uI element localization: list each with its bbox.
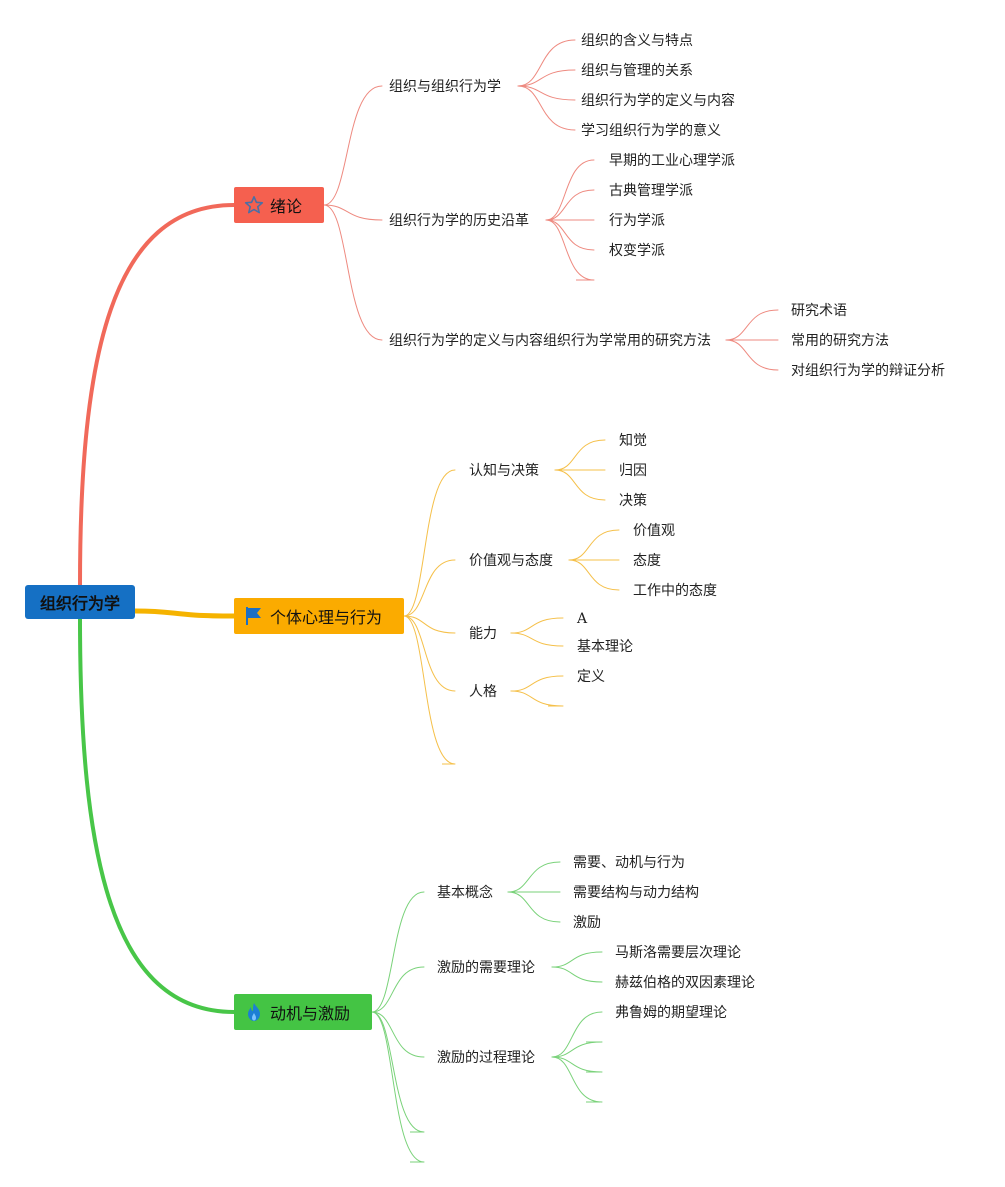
subtopic-label[interactable]: 组织行为学的定义与内容 <box>581 93 735 109</box>
sub-connector <box>510 690 564 707</box>
subtopic-label[interactable]: 常用的研究方法 <box>791 333 889 349</box>
subtopic-label[interactable]: 权变学派 <box>609 243 665 259</box>
sub-connector <box>517 85 576 131</box>
sub-connector <box>551 951 603 968</box>
subtopic-label[interactable]: 工作中的态度 <box>633 583 717 599</box>
flame-icon <box>244 1002 264 1022</box>
branch-connector <box>371 966 425 1013</box>
sub-connector <box>568 529 620 561</box>
subtopic-label[interactable]: 马斯洛需要层次理论 <box>615 945 741 961</box>
branch-label: 个体心理与行为 <box>270 608 383 627</box>
star-icon <box>244 195 264 215</box>
sub-connector <box>545 159 595 221</box>
subtopic-label[interactable]: 需要、动机与行为 <box>573 855 685 871</box>
subtopic-label[interactable]: 赫兹伯格的双因素理论 <box>615 975 755 991</box>
topic-label[interactable]: 人格 <box>469 684 497 700</box>
branch-connector <box>371 1011 425 1058</box>
branch-connector <box>371 1011 425 1133</box>
subtopic-label[interactable]: 激励 <box>573 915 601 931</box>
branch-connector <box>403 615 456 634</box>
sub-connector <box>545 219 595 251</box>
topic-label[interactable]: 基本概念 <box>437 885 493 901</box>
branch-connector <box>371 891 425 1013</box>
sub-connector <box>507 891 561 923</box>
sub-connector <box>510 675 564 692</box>
branch-node-intro[interactable]: 绪论 <box>234 187 324 223</box>
subtopic-label[interactable]: A <box>577 611 588 627</box>
topic-label[interactable]: 激励的过程理论 <box>437 1050 535 1066</box>
topic-label[interactable]: 组织与组织行为学 <box>389 79 501 95</box>
subtopic-label[interactable]: 弗鲁姆的期望理论 <box>615 1005 727 1021</box>
topic-label[interactable]: 认知与决策 <box>469 463 539 479</box>
subtopic-label[interactable]: 组织的含义与特点 <box>581 33 693 49</box>
sub-connector <box>725 339 779 371</box>
sub-connector <box>551 1011 603 1058</box>
sub-connector <box>517 85 576 101</box>
subtopic-label[interactable]: 早期的工业心理学派 <box>609 153 735 169</box>
subtopic-label[interactable]: 定义 <box>577 669 605 685</box>
topic-label[interactable]: 组织行为学的定义与内容组织行为学常用的研究方法 <box>389 333 711 349</box>
root-connector <box>78 203 236 587</box>
topic-label[interactable]: 价值观与态度 <box>469 553 553 569</box>
sub-connector <box>554 469 606 501</box>
subtopic-label[interactable]: 决策 <box>619 493 647 509</box>
branch-connector <box>323 204 383 221</box>
branch-label: 动机与激励 <box>270 1004 351 1023</box>
subtopic-label[interactable]: 基本理论 <box>577 639 633 655</box>
sub-connector <box>510 632 564 647</box>
branch-connector <box>403 615 456 692</box>
branch-label: 绪论 <box>270 197 303 216</box>
sub-connector <box>551 1056 603 1103</box>
subtopic-label[interactable]: 研究术语 <box>791 303 847 319</box>
sub-connector <box>517 69 576 87</box>
subtopic-label[interactable]: 价值观 <box>633 523 675 539</box>
branch-connector <box>323 204 383 341</box>
root-connector <box>78 617 236 1014</box>
subtopic-label[interactable]: 对组织行为学的辩证分析 <box>791 363 945 379</box>
flag-icon <box>244 606 264 626</box>
sub-connector <box>510 617 564 634</box>
topic-label[interactable]: 激励的需要理论 <box>437 960 535 976</box>
root-label: 组织行为学 <box>39 594 120 613</box>
subtopic-label[interactable]: 古典管理学派 <box>609 183 693 199</box>
subtopic-label[interactable]: 归因 <box>619 463 647 479</box>
sub-connector <box>517 39 576 87</box>
branch-connector <box>371 1011 425 1163</box>
branch-connector <box>403 469 456 617</box>
branch-node-individual[interactable]: 个体心理与行为 <box>234 598 404 634</box>
sub-connector <box>725 309 779 341</box>
sub-connector <box>507 861 561 893</box>
branch-node-motivation[interactable]: 动机与激励 <box>234 994 372 1030</box>
sub-connector <box>554 439 606 471</box>
branch-connector <box>403 559 456 617</box>
topic-label[interactable]: 组织行为学的历史沿革 <box>389 213 529 229</box>
subtopic-label[interactable]: 行为学派 <box>609 213 665 229</box>
sub-connector <box>545 189 595 221</box>
subtopic-label[interactable]: 需要结构与动力结构 <box>573 885 699 901</box>
sub-connector <box>551 966 603 983</box>
branch-connector <box>403 615 456 765</box>
root-connector <box>132 608 237 619</box>
sub-connector <box>545 219 595 281</box>
branch-connector <box>323 85 383 206</box>
topic-label[interactable]: 能力 <box>469 626 497 642</box>
subtopic-label[interactable]: 知觉 <box>619 433 647 449</box>
subtopic-label[interactable]: 学习组织行为学的意义 <box>581 123 721 139</box>
sub-connector <box>568 559 620 591</box>
subtopic-label[interactable]: 态度 <box>633 553 661 569</box>
root-node[interactable]: 组织行为学 <box>25 585 135 619</box>
subtopic-label[interactable]: 组织与管理的关系 <box>581 63 693 79</box>
